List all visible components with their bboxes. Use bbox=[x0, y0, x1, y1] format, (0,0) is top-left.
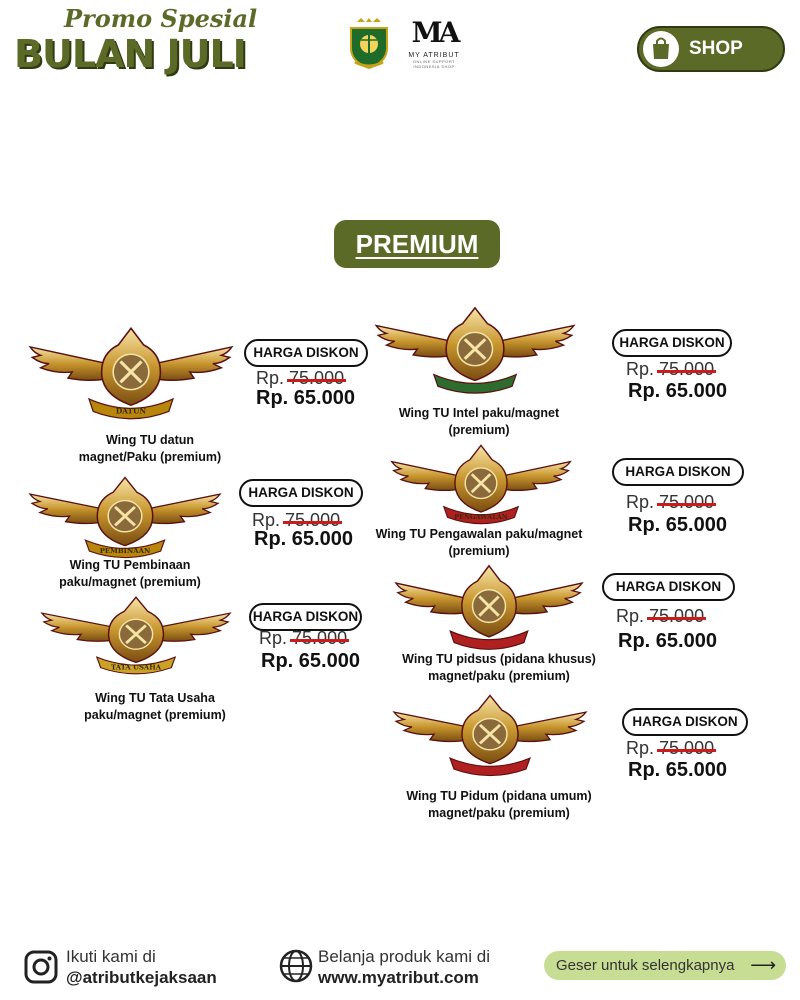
discount-price: Rp. 65.000 bbox=[261, 650, 360, 672]
original-price: Rp. 75.000 bbox=[626, 359, 714, 380]
wing-badge-image: PENGAWALAN bbox=[388, 440, 574, 530]
website-line1: Belanja produk kami di bbox=[318, 947, 490, 966]
shop-now-label: SHOP NOW bbox=[689, 38, 743, 101]
strikethrough-price: 75.000 bbox=[289, 368, 345, 388]
product-caption: Wing TU Pembinaan paku/magnet (premium) bbox=[30, 557, 230, 591]
strikethrough-price: 75.000 bbox=[649, 606, 705, 626]
product-caption: Wing TU Tata Usaha paku/magnet (premium) bbox=[40, 690, 270, 724]
original-price: Rp. 75.000 bbox=[259, 628, 347, 649]
price-prefix: Rp. bbox=[616, 606, 645, 626]
shop-now-button[interactable]: SHOP NOW bbox=[637, 26, 785, 101]
brand-tagline: ONLINE SUPPORT INDONESIA SHOP bbox=[412, 59, 456, 69]
section-title: PREMIUM bbox=[334, 220, 500, 268]
strikethrough-price: 75.000 bbox=[659, 738, 715, 758]
product-caption-line: (premium) bbox=[448, 423, 510, 437]
price-prefix: Rp. bbox=[626, 738, 655, 758]
wing-badge-image: PEMBINAAN bbox=[26, 472, 224, 564]
discount-price: Rp. 65.000 bbox=[628, 514, 727, 536]
instagram-icon bbox=[24, 950, 58, 984]
price-prefix: Rp. bbox=[259, 628, 288, 648]
discount-badge: HARGA DISKON bbox=[249, 603, 362, 631]
brand-name: MY ATRIBUT bbox=[408, 52, 460, 59]
website-text: Belanja produk kami di www.myatribut.com bbox=[318, 946, 490, 988]
product-caption-line: paku/magnet (premium) bbox=[84, 708, 226, 722]
arrow-right-icon: ⟶ bbox=[750, 955, 776, 975]
discount-price: Rp. 65.000 bbox=[628, 380, 727, 402]
discount-badge: HARGA DISKON bbox=[622, 708, 748, 736]
discount-badge: HARGA DISKON bbox=[612, 329, 732, 357]
original-price: Rp. 75.000 bbox=[626, 738, 714, 759]
price-prefix: Rp. bbox=[626, 492, 655, 512]
wing-badge-image bbox=[372, 302, 578, 400]
wing-badge-image: TATA USAHA bbox=[38, 592, 234, 680]
promo-heading: Promo Spesial BULAN JULI bbox=[14, 4, 274, 78]
product-caption-line: Wing TU Intel paku/magnet bbox=[398, 406, 560, 420]
product-caption-line: Wing TU Pembinaan bbox=[69, 558, 191, 572]
product-caption-line: Wing TU Pidum (pidana umum) bbox=[406, 789, 592, 803]
price-prefix: Rp. bbox=[626, 359, 655, 379]
instagram-line1: Ikuti kami di bbox=[66, 947, 156, 966]
product-caption-line: Wing TU Tata Usaha bbox=[95, 691, 215, 705]
strikethrough-price: 75.000 bbox=[292, 628, 348, 648]
logo-group: MA MY ATRIBUT ONLINE SUPPORT INDONESIA S… bbox=[343, 14, 473, 74]
discount-badge: HARGA DISKON bbox=[239, 479, 363, 507]
promo-title: BULAN JULI bbox=[14, 32, 247, 76]
product-caption: Wing TU Pidum (pidana umum) magnet/paku (… bbox=[392, 788, 606, 822]
shopping-bag-icon bbox=[643, 31, 679, 67]
product-caption-line: magnet/Paku (premium) bbox=[78, 450, 222, 464]
product-caption: Wing TU datun magnet/Paku (premium) bbox=[40, 432, 260, 466]
wing-badge-image bbox=[390, 690, 590, 782]
swipe-more-button[interactable]: Geser untuk selengkapnya ⟶ bbox=[544, 951, 786, 980]
strikethrough-price: 75.000 bbox=[659, 359, 715, 379]
promo-subtitle: Promo Spesial bbox=[64, 4, 258, 33]
original-price: Rp. 75.000 bbox=[616, 606, 704, 627]
discount-badge: HARGA DISKON bbox=[244, 339, 368, 367]
discount-price: Rp. 65.000 bbox=[256, 387, 355, 409]
discount-badge: HARGA DISKON bbox=[612, 458, 744, 486]
product-caption-line: Wing TU pidsus (pidana khusus) bbox=[402, 652, 596, 666]
price-prefix: Rp. bbox=[256, 368, 285, 388]
svg-text:TATA USAHA: TATA USAHA bbox=[111, 664, 162, 672]
original-price: Rp. 75.000 bbox=[256, 368, 344, 389]
original-price: Rp. 75.000 bbox=[626, 492, 714, 513]
discount-price: Rp. 65.000 bbox=[628, 759, 727, 781]
product-caption-line: magnet/paku (premium) bbox=[428, 806, 570, 820]
product-caption: Wing TU pidsus (pidana khusus) magnet/pak… bbox=[392, 651, 606, 685]
strikethrough-price: 75.000 bbox=[285, 510, 341, 530]
product-caption-line: (premium) bbox=[448, 544, 510, 558]
product-caption-line: Wing TU Pengawalan paku/magnet bbox=[375, 527, 583, 541]
brand-mark: MA bbox=[411, 16, 461, 49]
wing-badge-image bbox=[392, 560, 586, 656]
svg-text:DATUN: DATUN bbox=[116, 407, 147, 416]
product-caption-line: magnet/paku (premium) bbox=[428, 669, 570, 683]
product-caption: Wing TU Intel paku/magnet (premium) bbox=[372, 405, 586, 439]
product-caption-line: Wing TU datun bbox=[105, 433, 195, 447]
product-caption: Wing TU Pengawalan paku/magnet (premium) bbox=[372, 526, 586, 560]
website-url[interactable]: www.myatribut.com bbox=[318, 968, 479, 987]
discount-price: Rp. 65.000 bbox=[618, 630, 717, 652]
product-caption-line: paku/magnet (premium) bbox=[59, 575, 201, 589]
swipe-label: Geser untuk selengkapnya bbox=[556, 957, 735, 974]
instagram-handle[interactable]: @atributkejaksaan bbox=[66, 968, 217, 987]
svg-text:PENGAWALAN: PENGAWALAN bbox=[454, 513, 508, 521]
discount-price: Rp. 65.000 bbox=[254, 528, 353, 550]
svg-text:PEMBINAAN: PEMBINAAN bbox=[100, 547, 151, 555]
globe-icon bbox=[279, 949, 313, 983]
discount-badge: HARGA DISKON bbox=[602, 573, 735, 601]
kejaksaan-seal-icon bbox=[350, 18, 388, 70]
original-price: Rp. 75.000 bbox=[252, 510, 340, 531]
price-prefix: Rp. bbox=[252, 510, 281, 530]
instagram-text: Ikuti kami di @atributkejaksaan bbox=[66, 946, 217, 988]
myatribut-logo: MA MY ATRIBUT ONLINE SUPPORT INDONESIA S… bbox=[403, 16, 465, 74]
wing-badge-image: DATUN bbox=[26, 322, 236, 426]
strikethrough-price: 75.000 bbox=[659, 492, 715, 512]
